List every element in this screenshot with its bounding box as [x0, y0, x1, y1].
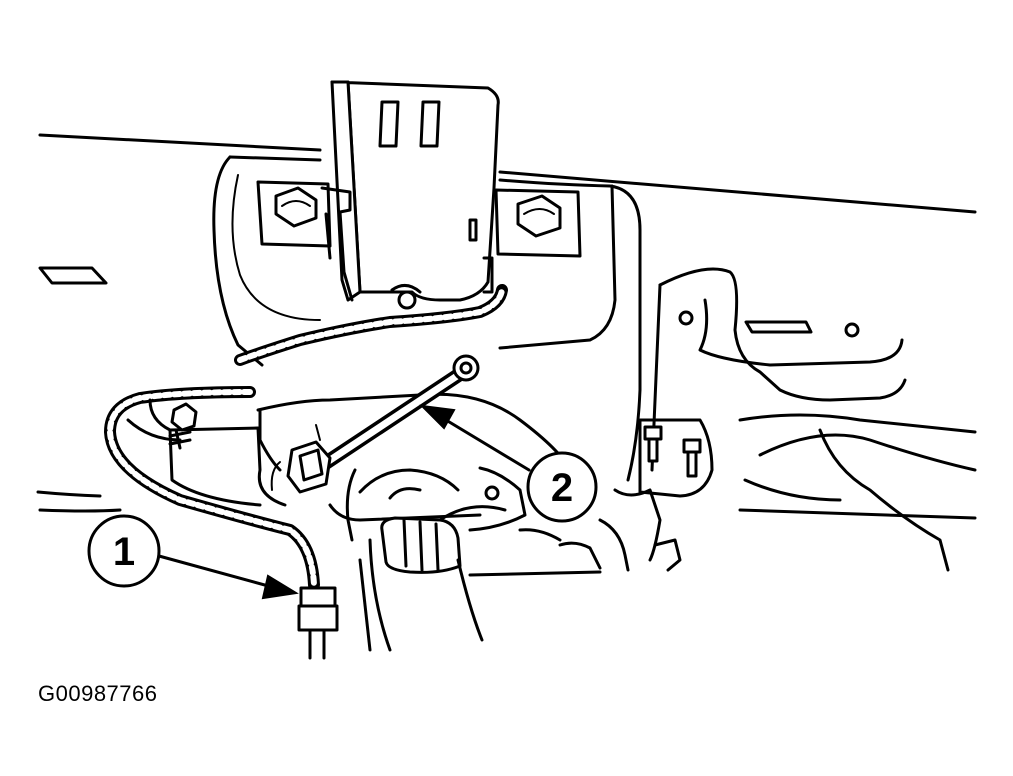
lower-housing	[148, 392, 630, 652]
callout-2: 2	[419, 404, 598, 523]
right-crossmember	[650, 267, 977, 572]
callout-1-leader	[157, 554, 274, 589]
control-module	[320, 80, 500, 310]
callout-2-label: 2	[551, 466, 573, 510]
figure-id-label: G00987766	[38, 681, 158, 706]
callout-1: 1	[87, 514, 299, 600]
mount-studs	[613, 418, 714, 572]
callout-2-circle	[526, 451, 598, 523]
body-panel	[36, 133, 977, 520]
wiring-harness	[103, 284, 508, 591]
callout-1-arrowhead	[261, 574, 299, 600]
callout-1-label: 1	[113, 530, 135, 574]
housing-bolt	[168, 402, 198, 450]
callout-2-leader	[444, 418, 531, 472]
sensor-link-rod	[270, 354, 480, 494]
harness-connector	[297, 586, 339, 660]
callout-1-circle	[87, 514, 161, 588]
callout-2-arrowhead	[419, 404, 456, 430]
mounting-bolts	[256, 180, 582, 258]
